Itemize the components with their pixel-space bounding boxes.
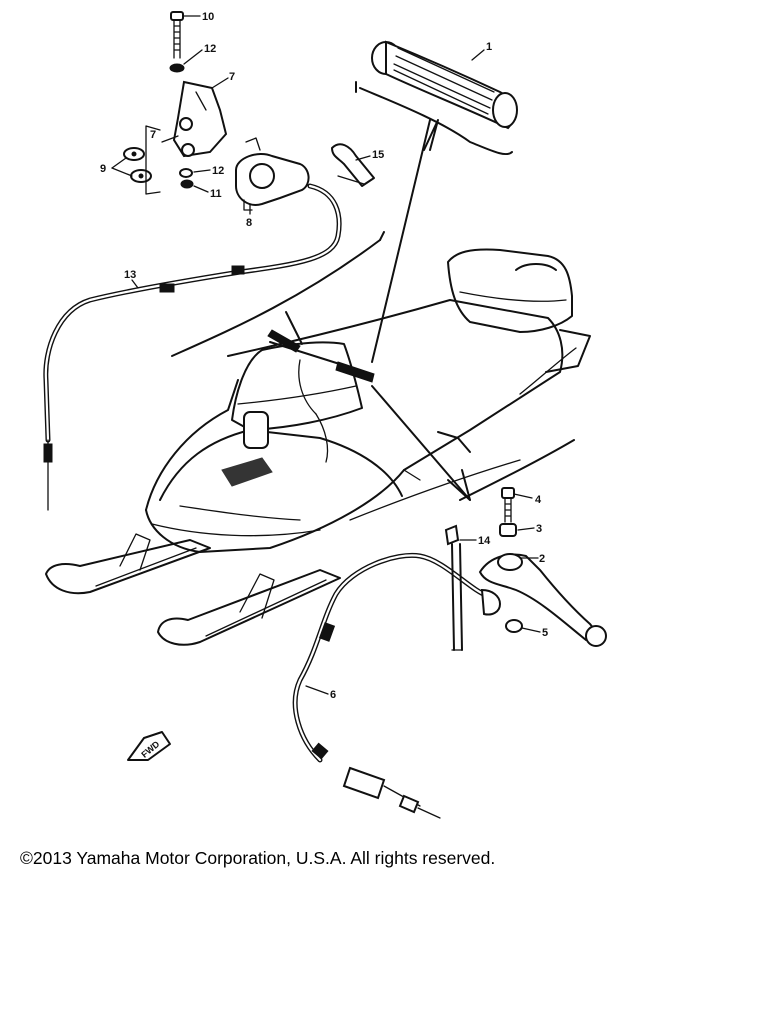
callout-12-upper: 12 (204, 43, 216, 55)
callout-4: 4 (535, 494, 542, 506)
callout-7-upper: 7 (229, 71, 235, 83)
brake-lever-assembly (127, 385, 607, 819)
fwd-label: FWD (139, 739, 162, 760)
callout-14: 14 (478, 535, 491, 547)
hand-grip (355, 40, 518, 363)
callout-1: 1 (486, 41, 492, 53)
callout-7-lower: 7 (150, 129, 156, 141)
callout-2: 2 (539, 553, 545, 565)
parts-diagram: 1 2 3 4 5 6 7 7 8 9 10 11 12 12 13 14 (43, 11, 607, 819)
callout-15: 15 (372, 149, 384, 161)
callout-10: 10 (202, 11, 214, 23)
callout-labels: 1 2 3 4 5 6 7 7 8 9 10 11 12 12 13 14 (100, 11, 548, 760)
callout-12-lower: 12 (212, 165, 224, 177)
snowmobile-illustration (45, 248, 591, 646)
callout-9: 9 (100, 163, 106, 175)
callout-6: 6 (330, 689, 336, 701)
copyright-notice: ©2013 Yamaha Motor Corporation, U.S.A. A… (20, 848, 496, 868)
callout-8: 8 (246, 217, 252, 229)
throttle-assembly (43, 11, 385, 511)
callout-13: 13 (124, 269, 136, 281)
callout-11: 11 (210, 188, 222, 200)
callout-5: 5 (542, 627, 548, 639)
callout-3: 3 (536, 523, 542, 535)
